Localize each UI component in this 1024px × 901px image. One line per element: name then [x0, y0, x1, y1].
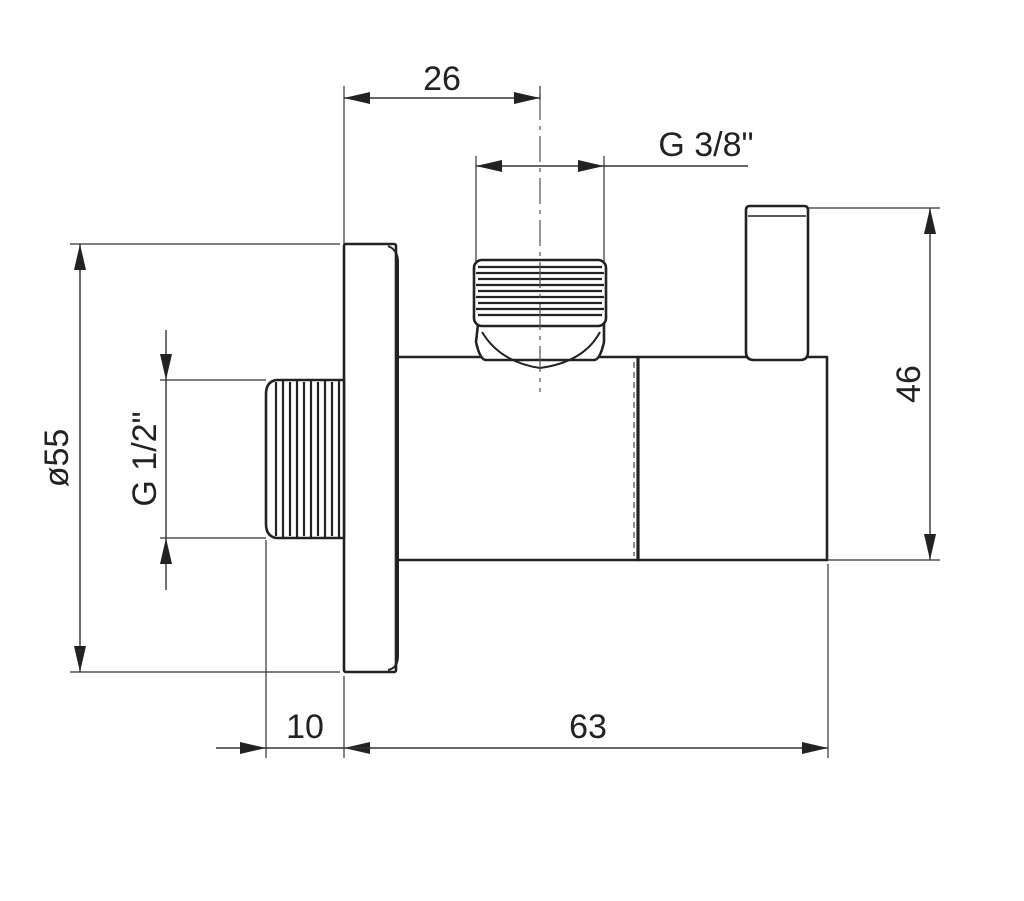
dimension-inlet-thread: G 1/2"	[126, 330, 266, 590]
dimension-overall-length-label: 63	[569, 708, 607, 746]
dimension-overall-length: 63	[344, 564, 829, 758]
inlet-thread	[264, 378, 346, 540]
dimension-flange-diameter-label: ø55	[38, 429, 76, 488]
dimension-top-width: 26	[343, 60, 541, 244]
flange-outer	[342, 242, 398, 674]
outlet-neck	[474, 322, 606, 370]
valve-body	[394, 355, 829, 562]
valve-body-left-section	[394, 355, 640, 562]
valve-body-right-section	[636, 355, 829, 562]
dimension-outlet-thread: G 3/8"	[475, 126, 754, 262]
dimension-inlet-length: 10	[216, 540, 370, 758]
valve-handle	[744, 204, 810, 362]
dimension-flange-diameter: ø55	[38, 243, 340, 673]
dimension-body-height-label: 46	[890, 365, 928, 403]
flange-bevel	[387, 245, 399, 671]
dimension-top-width-label: 26	[423, 60, 461, 98]
dimension-inlet-length-label: 10	[286, 708, 324, 746]
dimension-body-height: 46	[808, 207, 940, 561]
dimension-outlet-thread-label: G 3/8"	[658, 126, 753, 164]
inlet-thread-lines	[274, 380, 341, 538]
wall-flange	[342, 242, 399, 674]
dimension-inlet-thread-label: G 1/2"	[126, 411, 164, 506]
